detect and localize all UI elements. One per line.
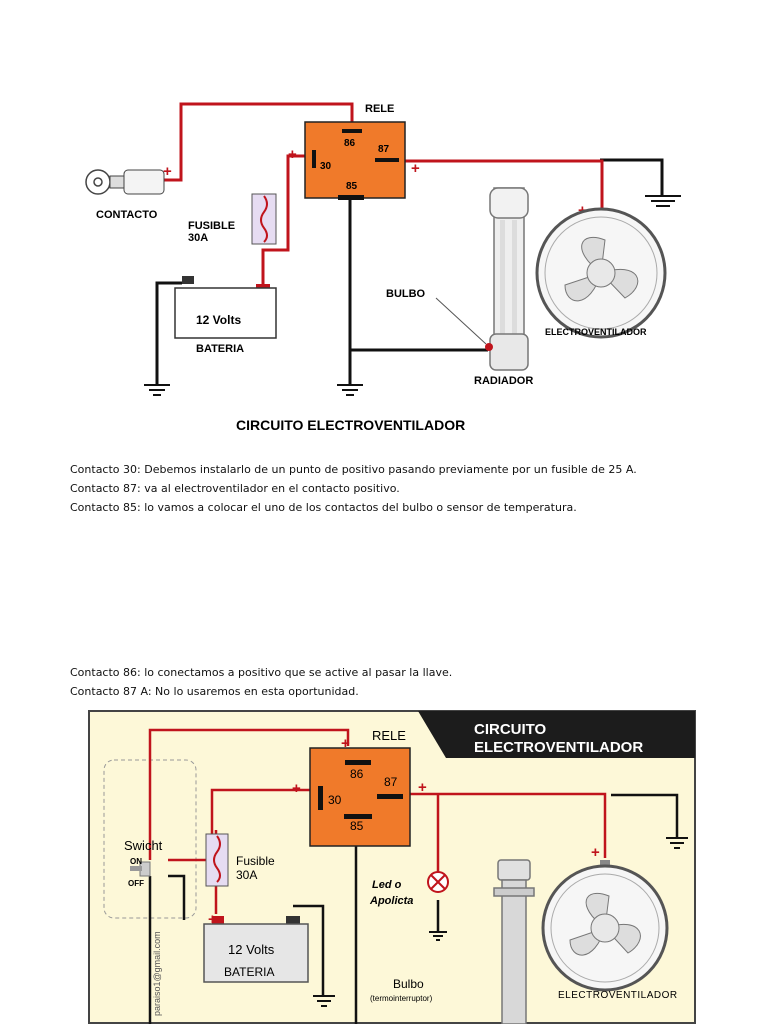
switch-on-label: ON — [130, 857, 142, 866]
led-label-2: Apolicta — [369, 895, 413, 907]
diagram-title-line-1: CIRCUITO — [474, 721, 547, 738]
relay-pin-87: 87 — [384, 775, 398, 789]
diagram-title-line-2: ELECTROVENTILADOR — [474, 739, 643, 756]
red-wires — [164, 102, 604, 288]
relay-pin-86: 86 — [350, 767, 364, 781]
plus-sign: + — [591, 844, 600, 861]
ignition-key-icon — [85, 169, 165, 195]
fuse-icon — [251, 193, 277, 245]
bulb-sublabel: (termointerruptor) — [370, 994, 433, 1003]
ground-symbol — [337, 384, 363, 396]
plus-sign: + — [163, 163, 172, 180]
relay-pin-30: 30 — [328, 793, 342, 807]
relay-label: RELE — [365, 103, 394, 115]
switch-label: Swicht — [124, 838, 163, 853]
relay-circuit-diagram-1: 86 87 30 85 RELE + + + + + CONTACTO FUSI… — [85, 102, 681, 433]
relay-pin-85: 85 — [350, 819, 364, 833]
plus-sign: + — [288, 146, 297, 163]
fan-icon — [535, 207, 667, 339]
battery-label: BATERIA — [196, 343, 244, 355]
relay-pin-30: 30 — [320, 161, 332, 172]
relay-label: RELE — [372, 728, 406, 743]
battery-voltage: 12 Volts — [196, 313, 241, 327]
ground-symbol — [645, 195, 681, 207]
paragraph-contact-87a: Contacto 87 A: No lo usaremos en esta op… — [70, 685, 359, 698]
plus-sign: + — [341, 735, 350, 752]
relay-pin-87: 87 — [378, 144, 390, 155]
fuse-rating: 30A — [236, 868, 257, 882]
email-watermark: paraiso1@gmail.com — [152, 931, 162, 1016]
fan-label: ELECTROVENTILADOR — [558, 990, 678, 1001]
diagram-title: CIRCUITO ELECTROVENTILADOR — [236, 417, 465, 433]
fuse-label: Fusible — [236, 854, 275, 868]
paragraph-contact-87: Contacto 87: va al electroventilador en … — [70, 482, 400, 495]
title-bar — [418, 711, 695, 758]
fan-label: ELECTROVENTILADOR — [545, 327, 647, 337]
plus-sign: + — [418, 779, 427, 796]
black-wires — [155, 158, 664, 385]
fan-icon — [541, 860, 669, 992]
paragraph-contact-85: Contacto 85: lo vamos a colocar el uno d… — [70, 501, 577, 514]
ground-symbol — [144, 384, 170, 396]
bulb-label: Bulbo — [393, 977, 424, 991]
relay-pin-85: 85 — [346, 181, 358, 192]
relay-pin-86: 86 — [344, 138, 356, 149]
plus-sign: + — [411, 160, 420, 177]
fuse-rating: 30A — [188, 232, 208, 244]
switch-off-label: OFF — [128, 879, 144, 888]
led-label-1: Led o — [372, 879, 402, 891]
black-wires — [148, 793, 679, 1024]
fuse-icon — [205, 833, 229, 887]
paragraph-contact-86: Contacto 86: lo conectamos a positivo qu… — [70, 666, 453, 679]
led-icon — [427, 871, 449, 893]
battery — [203, 916, 309, 983]
relay-circuit-diagram-2: CIRCUITO ELECTROVENTILADOR 86 87 30 85 R… — [88, 710, 696, 1024]
battery-voltage: 12 Volts — [228, 942, 275, 957]
contact-label: CONTACTO — [96, 209, 158, 221]
paragraph-contact-30: Contacto 30: Debemos instalarlo de un pu… — [70, 463, 637, 476]
plus-sign: + — [292, 780, 301, 797]
radiator — [493, 859, 535, 1024]
battery — [174, 276, 277, 339]
fuse-label: FUSIBLE — [188, 220, 235, 232]
bulb-sensor-icon — [485, 343, 493, 351]
radiator — [489, 187, 529, 371]
radiator-label: RADIADOR — [474, 375, 533, 387]
bulb-label: BULBO — [386, 288, 426, 300]
battery-label: BATERIA — [224, 965, 274, 979]
switch-icon — [130, 861, 151, 877]
